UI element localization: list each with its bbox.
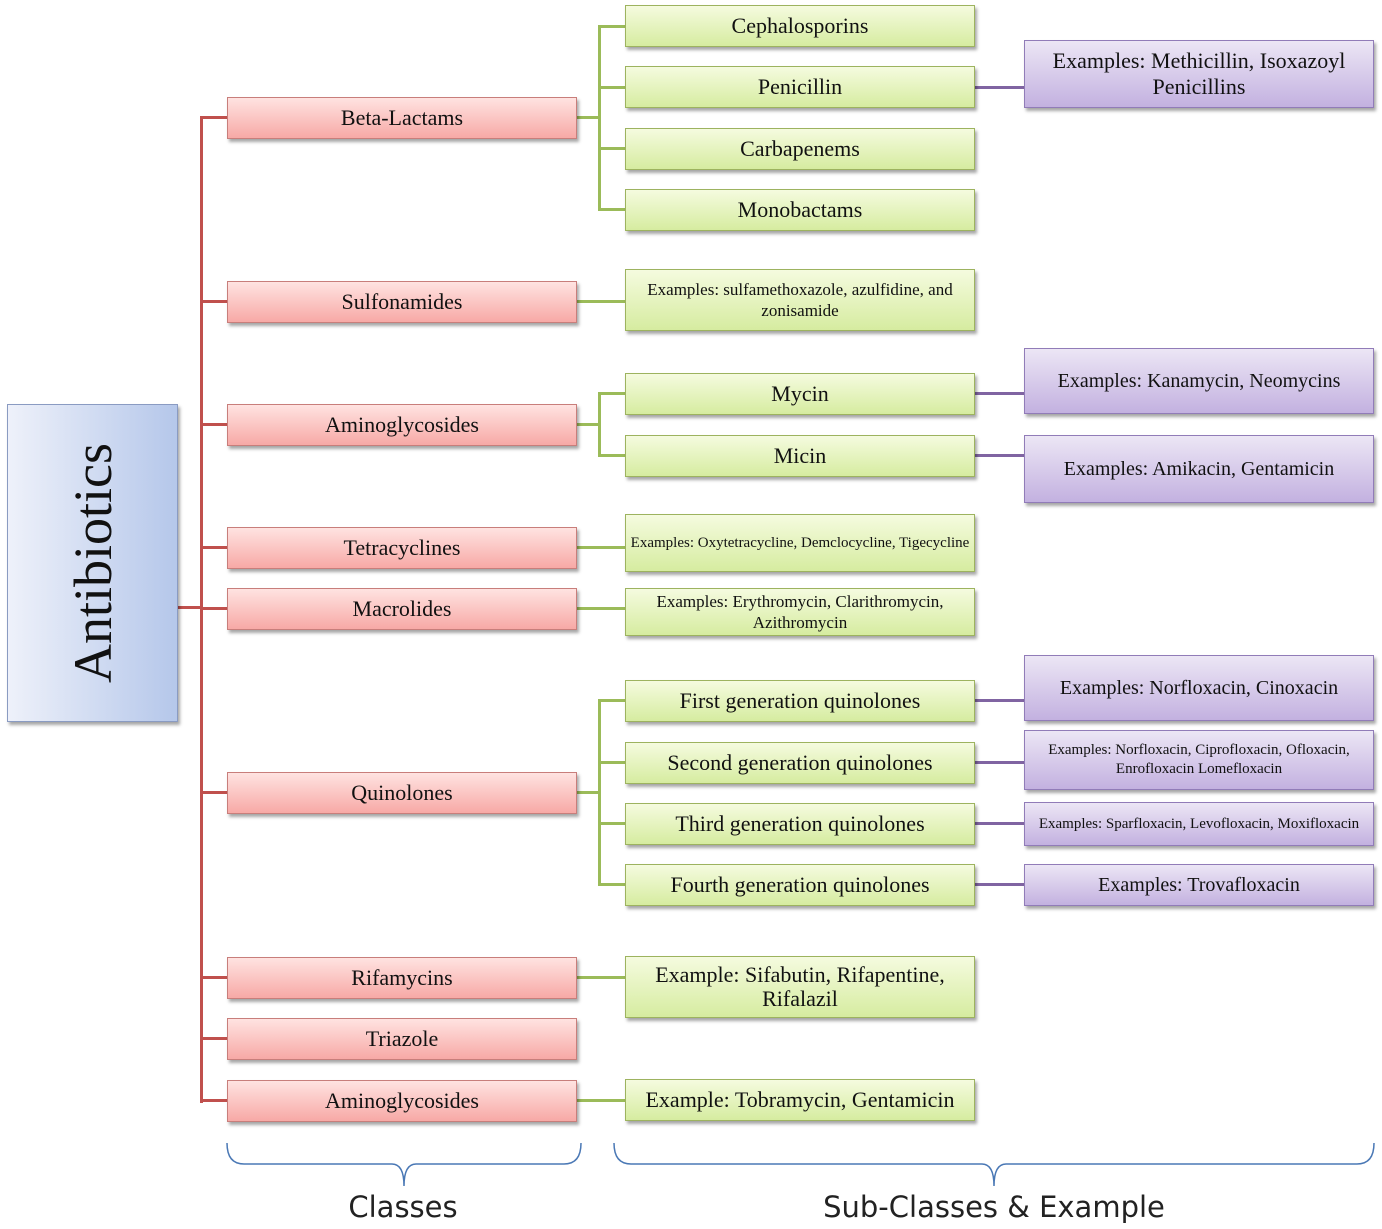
class-branch	[200, 1037, 227, 1040]
example-node-micin: Examples: Amikacin, Gentamicin	[1024, 435, 1374, 503]
example-connector	[975, 86, 1024, 89]
root-label: Antibiotics	[62, 443, 123, 683]
sub-trunk	[598, 25, 601, 211]
sub-branch	[598, 454, 625, 457]
class-branch	[200, 423, 227, 426]
example-node-mycin: Examples: Kanamycin, Neomycins	[1024, 348, 1374, 414]
sub-connector	[577, 116, 601, 119]
sub-branch	[598, 147, 625, 150]
sub-connector	[577, 976, 625, 979]
example-connector	[975, 883, 1024, 886]
subclass-node-aminoglycosides-2-examples: Example: Tobramycin, Gentamicin	[625, 1079, 975, 1121]
example-node-third-gen: Examples: Sparfloxacin, Levofloxacin, Mo…	[1024, 802, 1374, 846]
example-connector	[975, 822, 1024, 825]
class-branch	[200, 1099, 227, 1102]
sub-connector	[577, 791, 601, 794]
example-node-second-gen: Examples: Norfloxacin, Ciprofloxacin, Of…	[1024, 730, 1374, 790]
sub-branch	[598, 699, 625, 702]
class-node-triazole: Triazole	[227, 1018, 577, 1060]
subclass-node-penicillin: Penicillin	[625, 66, 975, 108]
sub-connector	[577, 300, 625, 303]
class-branch	[200, 976, 227, 979]
subclass-node-monobactams: Monobactams	[625, 189, 975, 231]
classes-brace	[226, 1142, 582, 1187]
class-node-aminoglycosides-2: Aminoglycosides	[227, 1080, 577, 1122]
subclass-node-rifamycins-examples: Example: Sifabutin, Rifapentine, Rifalaz…	[625, 956, 975, 1018]
example-node-penicillin: Examples: Methicillin, Isoxazoyl Penicil…	[1024, 40, 1374, 108]
class-branch	[200, 607, 227, 610]
example-connector	[975, 761, 1024, 764]
sub-branch	[598, 761, 625, 764]
subclass-node-tetracyclines-examples: Examples: Oxytetracycline, Demclocycline…	[625, 514, 975, 572]
sub-branch	[598, 883, 625, 886]
class-node-quinolones: Quinolones	[227, 772, 577, 814]
subclass-node-mycin: Mycin	[625, 373, 975, 415]
example-connector	[975, 699, 1024, 702]
sub-connector	[577, 546, 625, 549]
class-branch	[200, 300, 227, 303]
sub-branch	[598, 86, 625, 89]
class-node-rifamycins: Rifamycins	[227, 957, 577, 999]
class-branch	[200, 791, 227, 794]
example-node-first-gen: Examples: Norfloxacin, Cinoxacin	[1024, 655, 1374, 721]
subclass-node-cephalosporins: Cephalosporins	[625, 5, 975, 47]
subclass-node-first-gen-quinolones: First generation quinolones	[625, 680, 975, 722]
subclass-node-fourth-gen-quinolones: Fourth generation quinolones	[625, 864, 975, 906]
subclass-node-third-gen-quinolones: Third generation quinolones	[625, 803, 975, 845]
class-node-aminoglycosides: Aminoglycosides	[227, 404, 577, 446]
sub-branch	[598, 25, 625, 28]
subclass-node-macrolides-examples: Examples: Erythromycin, Clarithromycin, …	[625, 588, 975, 636]
root-connector	[177, 606, 203, 609]
class-node-macrolides: Macrolides	[227, 588, 577, 630]
sub-branch	[598, 822, 625, 825]
sub-trunk	[598, 392, 601, 457]
sub-connector	[577, 1099, 625, 1102]
subclass-node-carbapenems: Carbapenems	[625, 128, 975, 170]
subclasses-brace	[613, 1142, 1375, 1187]
subclass-node-sulfonamides-examples: Examples: sulfamethoxazole, azulfidine, …	[625, 269, 975, 331]
subclass-node-second-gen-quinolones: Second generation quinolones	[625, 742, 975, 784]
example-connector	[975, 454, 1024, 457]
class-branch	[200, 116, 227, 119]
subclass-node-micin: Micin	[625, 435, 975, 477]
example-node-fourth-gen: Examples: Trovafloxacin	[1024, 864, 1374, 906]
sub-branch	[598, 392, 625, 395]
example-connector	[975, 392, 1024, 395]
class-node-beta-lactams: Beta-Lactams	[227, 97, 577, 139]
root-node: Antibiotics	[7, 404, 178, 722]
subclasses-caption: Sub-Classes & Example	[823, 1190, 1165, 1224]
sub-connector	[577, 423, 601, 426]
sub-branch	[598, 208, 625, 211]
sub-trunk	[598, 699, 601, 886]
class-node-sulfonamides: Sulfonamides	[227, 281, 577, 323]
class-node-tetracyclines: Tetracyclines	[227, 527, 577, 569]
classes-caption: Classes	[348, 1190, 458, 1224]
class-branch	[200, 546, 227, 549]
sub-connector	[577, 607, 625, 610]
